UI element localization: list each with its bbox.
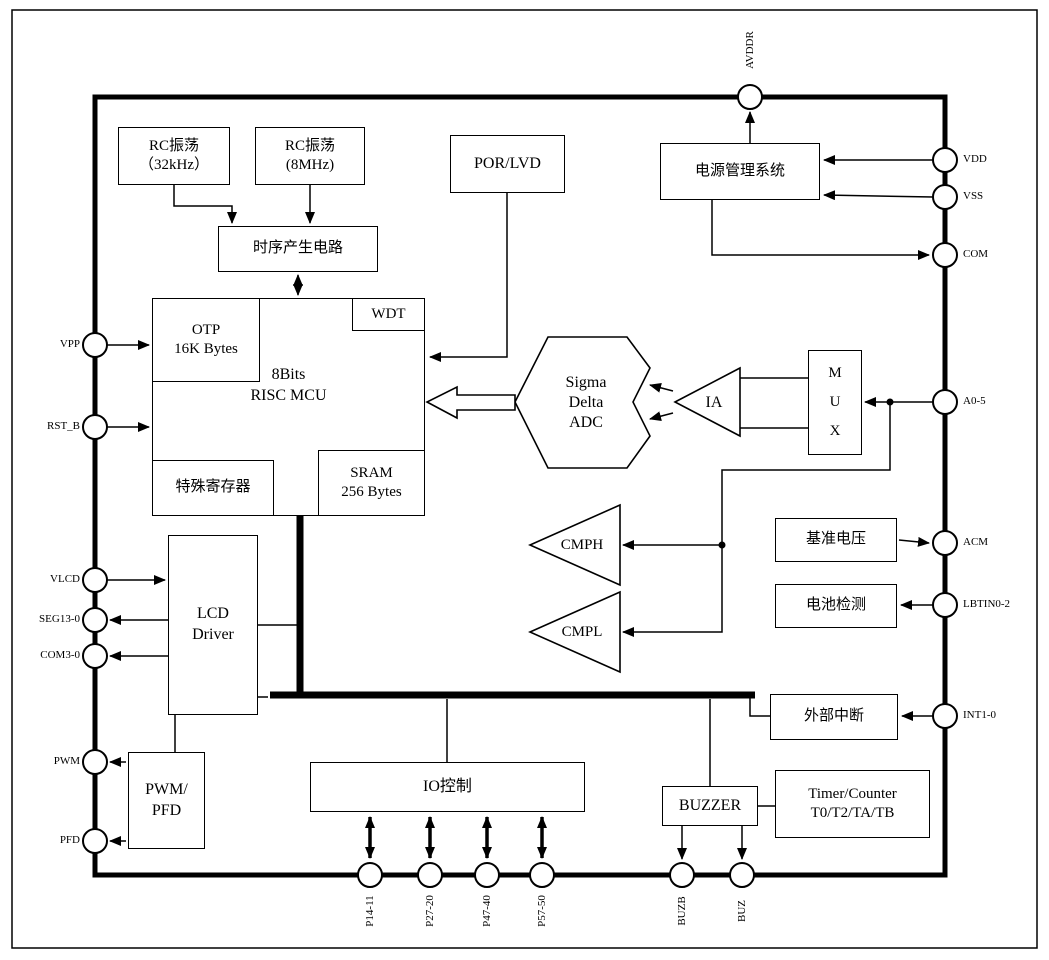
pin-circles bbox=[82, 84, 958, 888]
pin-circle-seg13-0 bbox=[82, 607, 108, 633]
pin-circle-acm bbox=[932, 530, 958, 556]
block-timer-counter: Timer/Counter T0/T2/TA/TB bbox=[775, 770, 930, 838]
pin-circle-lbtin0-2 bbox=[932, 592, 958, 618]
ia-label: IA bbox=[705, 394, 723, 411]
pin-circle-vpp bbox=[82, 332, 108, 358]
junction-dots bbox=[718, 398, 894, 549]
block-pwm-pfd: PWM/ PFD bbox=[128, 752, 205, 849]
pin-label-lbtin0-2: LBTIN0-2 bbox=[963, 598, 1011, 610]
block-external-interrupt: 外部中断 bbox=[770, 694, 898, 740]
cmph-comparator-shape bbox=[528, 503, 621, 587]
pin-label-com: COM bbox=[963, 248, 989, 260]
pin-label-avddr: AVDDR bbox=[744, 31, 756, 69]
io-port-arrows bbox=[365, 816, 547, 859]
cmpl-comparator-shape bbox=[528, 590, 621, 674]
block-rc-osc-32k: RC振荡 （32kHz） bbox=[118, 127, 230, 185]
pin-label-acm: ACM bbox=[963, 536, 989, 548]
pin-label-vlcd: VLCD bbox=[50, 573, 80, 585]
bus-lines bbox=[270, 516, 755, 699]
adc-label: Sigma Delta ADC bbox=[565, 374, 607, 431]
pin-label-a0-5: A0-5 bbox=[963, 395, 986, 407]
pin-circle-p14-11 bbox=[357, 862, 383, 888]
pin-label-vdd: VDD bbox=[963, 153, 987, 165]
pin-circle-p27-20 bbox=[417, 862, 443, 888]
ia-amplifier-shape bbox=[673, 366, 741, 438]
pin-circle-p57-50 bbox=[529, 862, 555, 888]
pin-label-seg13-0: SEG13-0 bbox=[39, 613, 80, 625]
block-buzzer: BUZZER bbox=[662, 786, 758, 826]
pin-label-int1-0: INT1-0 bbox=[963, 709, 996, 721]
block-lcd-driver: LCD Driver bbox=[168, 535, 258, 715]
connection-lines bbox=[107, 111, 934, 860]
pin-label-vss: VSS bbox=[963, 190, 984, 202]
pin-circle-vdd bbox=[932, 147, 958, 173]
pin-label-com3-0: COM3-0 bbox=[40, 649, 80, 661]
block-special-registers: 特殊寄存器 bbox=[152, 460, 274, 516]
pin-circle-pfd bbox=[82, 828, 108, 854]
block-io-control: IO控制 bbox=[310, 762, 585, 812]
block-rc-osc-8m: RC振荡 (8MHz) bbox=[255, 127, 365, 185]
chip-boundary bbox=[92, 94, 948, 878]
block-otp: OTP 16K Bytes bbox=[152, 298, 260, 382]
adc-to-mcu-bus-arrow bbox=[425, 385, 516, 420]
pin-circle-rst-b bbox=[82, 414, 108, 440]
pin-label-pfd: PFD bbox=[59, 834, 80, 846]
pin-circle-vss bbox=[932, 184, 958, 210]
pin-circle-p47-40 bbox=[474, 862, 500, 888]
block-timing-generator: 时序产生电路 bbox=[218, 226, 378, 272]
pin-circle-com bbox=[932, 242, 958, 268]
analog-shapes bbox=[425, 336, 741, 674]
cmpl-label: CMPL bbox=[561, 624, 603, 640]
pin-circle-buz bbox=[729, 862, 755, 888]
pin-circle-buzb bbox=[669, 862, 695, 888]
pin-label-rst-b: RST_B bbox=[46, 420, 80, 432]
pin-label-buzb: BUZB bbox=[676, 896, 688, 926]
pin-circle-com3-0 bbox=[82, 643, 108, 669]
pin-label-buz: BUZ bbox=[736, 900, 748, 922]
block-power-management: 电源管理系统 bbox=[660, 143, 820, 200]
pin-label-p14-11: P14-11 bbox=[364, 895, 376, 927]
block-mux: M U X bbox=[808, 350, 862, 455]
adc-shape bbox=[514, 336, 651, 469]
mcu-core-label: 8Bits RISC MCU bbox=[250, 366, 327, 404]
block-vref: 基准电压 bbox=[775, 518, 897, 562]
pin-circle-pwm bbox=[82, 749, 108, 775]
pin-circle-avddr bbox=[737, 84, 763, 110]
pin-circle-a0-5 bbox=[932, 389, 958, 415]
pin-circle-int1-0 bbox=[932, 703, 958, 729]
pin-label-p47-40: P47-40 bbox=[481, 895, 493, 927]
pin-label-p57-50: P57-50 bbox=[536, 895, 548, 927]
pin-label-p27-20: P27-20 bbox=[424, 895, 436, 927]
pin-label-pwm: PWM bbox=[53, 755, 80, 767]
pin-label-vpp: VPP bbox=[59, 338, 80, 350]
cmph-label: CMPH bbox=[560, 537, 604, 553]
pin-circle-vlcd bbox=[82, 567, 108, 593]
block-sram: SRAM 256 Bytes bbox=[318, 450, 425, 516]
block-wdt: WDT bbox=[352, 298, 425, 331]
block-battery-detect: 电池检测 bbox=[775, 584, 897, 628]
outer-border bbox=[11, 9, 1038, 949]
block-por-lvd: POR/LVD bbox=[450, 135, 565, 193]
